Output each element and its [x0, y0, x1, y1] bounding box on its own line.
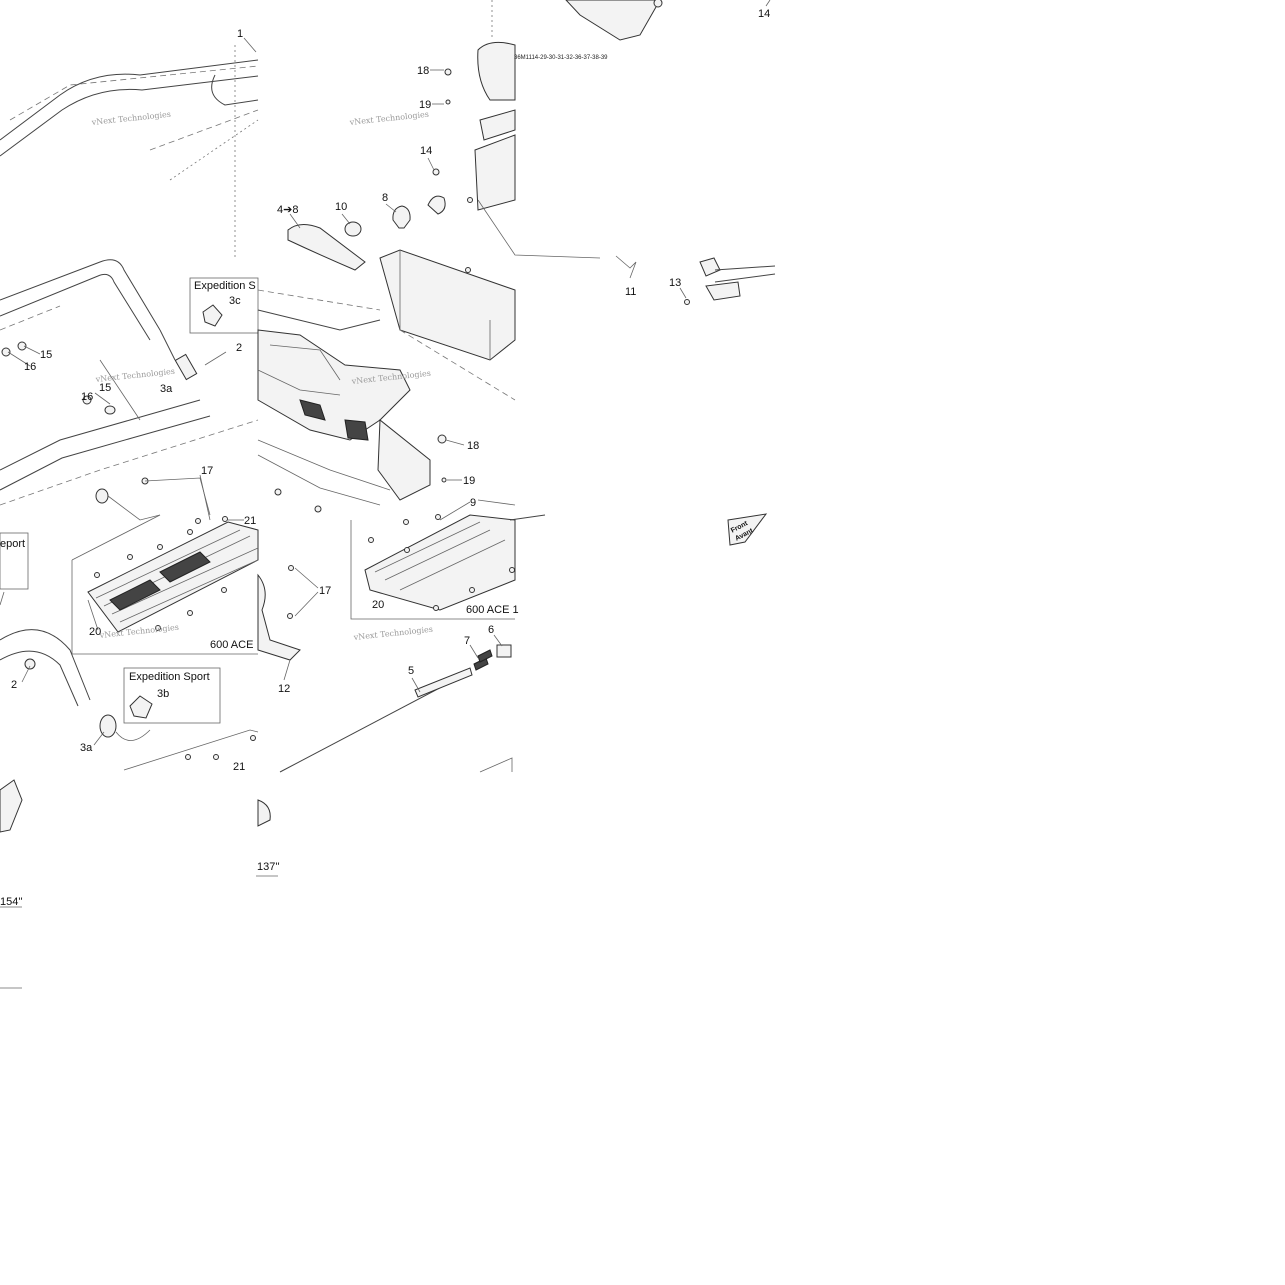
callout-label: 20: [372, 599, 384, 611]
right-panel-drawing: [477, 0, 776, 546]
callout-label: 16: [81, 391, 93, 403]
callout-label: 16: [24, 361, 36, 373]
callout-label: 8: [382, 192, 388, 204]
track-length-137: 137'': [257, 861, 280, 873]
callout-label: 12: [278, 683, 290, 695]
right-board-screws: [368, 514, 515, 611]
callout-label: 17: [319, 585, 331, 597]
callout-label: 5: [408, 665, 414, 677]
expedition-sport-label-bottom: Expedition Sport: [129, 671, 210, 683]
expedition-sport-label-top: Expedition S: [194, 280, 256, 292]
callout-label: 11: [625, 286, 636, 298]
middle-panel-drawing: [256, 0, 516, 877]
callout-label: 15: [40, 349, 52, 361]
watermark: vNext Technologies: [348, 110, 429, 127]
callout-label: 18: [417, 65, 429, 77]
callout-label: 20: [89, 626, 101, 638]
callout-label: 10: [335, 201, 347, 213]
callout-label: 9: [470, 497, 476, 509]
watermark: vNext Technologies: [98, 623, 179, 640]
watermark: vNext Technologies: [90, 110, 171, 127]
callout-label: 21: [244, 515, 256, 527]
callout-label: 3a: [80, 742, 93, 754]
left-panel-drawing: [0, 37, 259, 989]
model-600ace-label-left: 600 ACE: [210, 639, 253, 651]
watermark: vNext Technologies: [352, 625, 433, 642]
callout-label: 3a: [160, 383, 173, 395]
callout-labels: 1 14 18 19 14 4➔8 10 8 11 13 3c 2 15 16 …: [11, 8, 770, 773]
reference-code: 36M1114-29-30-31-32-36-37-38-39: [514, 55, 608, 61]
callout-label: 17: [201, 465, 213, 477]
track-length-154: 154'': [0, 896, 23, 908]
callout-label: 7: [464, 635, 470, 647]
callout-label: 2: [11, 679, 17, 691]
callout-label: 19: [419, 99, 431, 111]
callout-label: 1: [237, 28, 243, 40]
callout-label: 15: [99, 382, 111, 394]
callout-label: 2: [236, 342, 242, 354]
callout-label: 3b: [157, 688, 169, 700]
callout-label: 14: [758, 8, 770, 20]
callout-label: 19: [463, 475, 475, 487]
callout-label: 3c: [229, 295, 241, 307]
board-screws: [94, 516, 228, 631]
callout-label: 21: [233, 761, 245, 773]
callout-label: 4➔8: [277, 204, 298, 216]
model-600ace-label-right: 600 ACE 1: [466, 604, 519, 616]
callout-label: 18: [467, 440, 479, 452]
callout-label: 13: [669, 277, 681, 289]
expedition-sport-label-left: eport: [0, 538, 25, 550]
callout-label: 14: [420, 145, 432, 157]
callout-label: 6: [488, 624, 494, 636]
